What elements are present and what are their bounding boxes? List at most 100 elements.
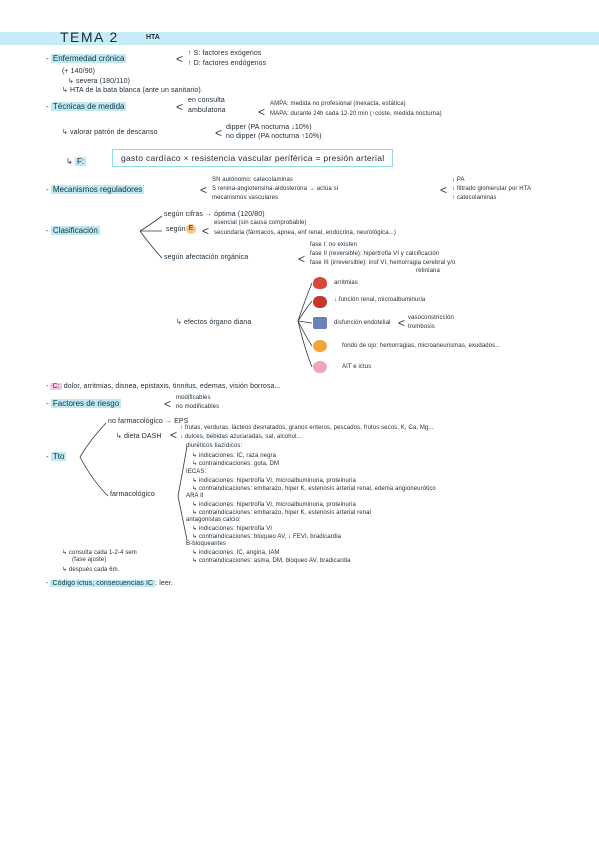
tto-beta-ind: ↳ indicaciones: IC, angina, IAM xyxy=(192,550,280,556)
clinica-text: dolor, arritmias, disnea, epistaxis, tin… xyxy=(63,383,281,390)
tecnicas-label: Técnicas de medida xyxy=(50,102,127,111)
efecto-fondo: fondo de ojo: hemorragias, microaneurism… xyxy=(342,343,501,349)
mecanismos-snc: SN autónomo: catecolaminas xyxy=(212,177,293,183)
cronica-severa: ↳ severa (180/110) xyxy=(68,78,131,85)
formula-label-wrap: ↳ F: xyxy=(66,157,87,166)
tto-antag: antagonistas calcio: xyxy=(186,517,241,523)
page-subtitle: HTA xyxy=(146,34,160,41)
brace: < xyxy=(298,252,306,266)
efecto-trombosis: trombosis xyxy=(408,324,435,330)
efecto-endotelial: disfunción endotelial xyxy=(334,320,391,326)
cronica-bata: ↳ HTA de la bata blanca (ante un sanitar… xyxy=(62,87,203,94)
tto-beta-con: ↳ contraindicaciones: asma, DM, bloqueo … xyxy=(192,558,351,564)
clinica-label: C: xyxy=(50,383,62,390)
tto-diu-con: ↳ contraindicaciones: gota, DM xyxy=(192,461,280,467)
vessel-icon xyxy=(313,317,327,329)
brace: < xyxy=(164,397,172,411)
clasif-e-circle: E xyxy=(186,224,196,234)
kidney-icon xyxy=(313,296,327,308)
mecanismos-pa: ↓ PA xyxy=(452,177,465,183)
tto-label: Tto xyxy=(50,452,67,461)
cronica-range: (+ 140/90) xyxy=(62,68,96,75)
mecanismos-filtrado: ↓ filtrado glomerular por HTA xyxy=(452,186,532,192)
mecanismos-cateco: ↑ catecolaminas xyxy=(452,195,497,201)
efecto-arritmias: arritmias xyxy=(334,280,358,286)
tecnicas-consulta: en consulta xyxy=(188,97,225,104)
tto-diu-ind: ↳ indicaciones: IC, raza negra xyxy=(192,453,277,459)
tecnicas-no-dipper: no dipper (PA nocturna ↑10%) xyxy=(226,133,322,140)
brace: < xyxy=(440,183,448,197)
page-title: TEMA 2 xyxy=(60,29,119,45)
formula-box: gasto cardíaco × resistencia vascular pe… xyxy=(112,149,394,167)
cronica-heading: - Enfermedad crónica xyxy=(46,54,127,63)
tto-antag-ind: ↳ indicaciones: hipertrofia VI xyxy=(192,526,273,532)
heart-icon xyxy=(313,277,327,289)
tto-beta: B-bloqueantes xyxy=(186,541,226,547)
ictus-text: : leer. xyxy=(155,580,173,587)
ictus-label: Código ictus, consecuencias IC xyxy=(50,580,156,587)
tecnicas-ambulatoria: ambulatoria xyxy=(188,107,226,114)
tto-beta-ind-text: indicaciones: IC, angina, IAM xyxy=(198,550,280,556)
riesgo-nomod: no modificables xyxy=(176,404,220,410)
brace: < xyxy=(258,105,266,119)
tto-iecas-ind-text: indicaciones: hipertrofia VI, microalbum… xyxy=(198,478,356,484)
mecanismos-label: Mecanismos reguladores xyxy=(50,185,145,194)
brace: < xyxy=(398,316,406,330)
mecanismos-heading: - Mecanismos reguladores xyxy=(46,185,145,194)
brain-icon xyxy=(313,361,327,373)
efecto-ait: AIT e ictus xyxy=(342,364,372,370)
tto-iecas-ind: ↳ indicaciones: hipertrofia VI, microalb… xyxy=(192,478,356,484)
tecnicas-valorar: ↳ valorar patrón de descanso xyxy=(62,129,158,136)
tto-iecas: IECAS: xyxy=(186,469,207,475)
tto-diu-ind-text: indicaciones: IC, raza negra xyxy=(198,453,277,459)
tto-heading: - Tto xyxy=(46,452,67,461)
brace: < xyxy=(170,428,178,442)
tto-consulta: ↳ consulta cada 1-2-4 sem xyxy=(62,550,137,556)
cronica-severa-text: severa (180/110) xyxy=(76,78,131,85)
riesgo-heading: - Factores de riesgo xyxy=(46,399,122,408)
clasificacion-label: Clasificación xyxy=(50,226,100,235)
tecnicas-mapa: MAPA: durante 24h cada 12-20 min (↑coste… xyxy=(270,111,442,117)
tto-diu-con-text: contraindicaciones: gota, DM xyxy=(198,461,280,467)
tto-farm: farmacológico xyxy=(110,491,155,498)
tto-antag-ind-text: indicaciones: hipertrofia VI xyxy=(198,526,273,532)
clinica-row: - C: dolor, arritmias, disnea, epistaxis… xyxy=(46,383,281,390)
clasif-cifras: según cifras → óptima (120/80) xyxy=(164,211,265,218)
tto-beta-con-text: contraindicaciones: asma, DM, bloqueo AV… xyxy=(198,558,351,564)
tto-dash1: ↑ frutas, verduras, lácteos desnatados, … xyxy=(180,425,434,431)
cronica-label: Enfermedad crónica xyxy=(50,54,127,63)
clasif-fase3: fase III (irreversible): insf VI, hemorr… xyxy=(310,260,456,266)
title-band xyxy=(0,32,599,45)
riesgo-label: Factores de riesgo xyxy=(50,399,122,408)
tto-antag-con-text: contraindicaciones: bloqueo AV, ↓ FEVI, … xyxy=(198,534,342,540)
clasif-retiniana: retiniana xyxy=(416,268,440,274)
tecnicas-heading: - Técnicas de medida xyxy=(46,102,127,111)
tto-ara-ind: ↳ indicaciones: hipertrofia VI, microalb… xyxy=(192,502,356,508)
tto-despues-text: después cada 6m. xyxy=(68,567,120,573)
mecanismos-vasc: mecanismos vasculares xyxy=(212,195,279,201)
tto-consulta-text: consulta cada 1-2-4 sem xyxy=(68,550,137,556)
brace: < xyxy=(200,183,208,197)
clasif-afectacion: según afectación orgánica xyxy=(164,254,249,261)
tto-iecas-con-text: contraindicaciones: embarazo, hiper K, e… xyxy=(198,486,436,492)
clasif-segun: según xyxy=(166,226,186,233)
tto-despues: ↳ después cada 6m. xyxy=(62,567,120,573)
brace: < xyxy=(202,224,210,238)
brace: < xyxy=(176,52,184,66)
ictus-row: - Código ictus, consecuencias IC: leer. xyxy=(46,580,173,587)
clasif-esencial: esencial (sin causa comprobable) xyxy=(214,220,307,226)
tto-antag-con: ↳ contraindicaciones: bloqueo AV, ↓ FEVI… xyxy=(192,534,342,540)
efectos-label: ↳ efectos órgano diana xyxy=(176,319,252,326)
tto-dash2: ↓ dulces, bebidas azucaradas, sal, alcoh… xyxy=(180,434,302,440)
clasif-fase2: fase II (reversible): hipertrofia VI y c… xyxy=(310,251,440,257)
formula-label: F: xyxy=(74,157,87,166)
tto-ara-con-text: contraindicaciones: embarazo, hiper K, e… xyxy=(198,510,371,516)
efecto-renal: ↓ función renal, microalbuminuria xyxy=(334,297,426,303)
tecnicas-ampa: AMPA: medida no profesional (inexacta, e… xyxy=(270,101,406,107)
tto-ara-ind-text: indicaciones: hipertrofia VI, microalbum… xyxy=(198,502,356,508)
cronica-bata-text: HTA de la bata blanca (ante un sanitario… xyxy=(70,87,203,94)
efectos-text: efectos órgano diana xyxy=(184,319,252,326)
tto-fase-ajuste: (fase ajuste) xyxy=(72,557,107,563)
cronica-s: ↑ S: factores exógenos xyxy=(188,50,262,57)
